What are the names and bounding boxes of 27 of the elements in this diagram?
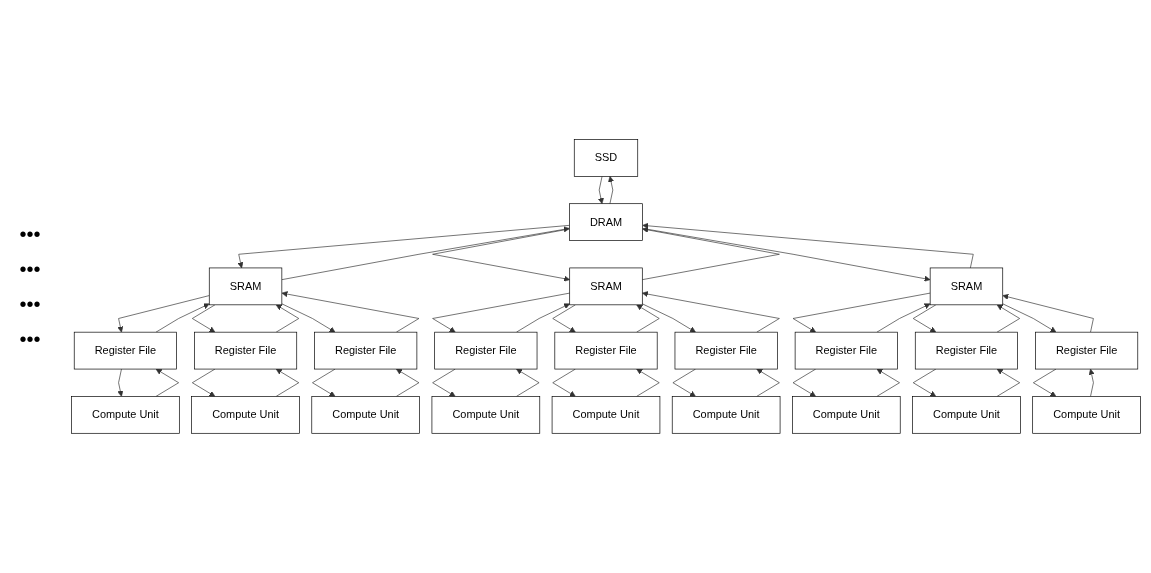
node-box: DRAM	[568, 203, 643, 242]
node-box: Register File	[193, 331, 297, 370]
node-box: SRAM	[208, 267, 282, 306]
node-box: Register File	[433, 331, 537, 370]
node-box: Register File	[313, 331, 417, 370]
node-box: Compute Unit	[911, 396, 1021, 434]
node-box: SRAM	[568, 267, 643, 306]
node-box: Compute Unit	[551, 396, 660, 434]
node-box: Compute Unit	[1031, 396, 1141, 434]
ellipsis-label: •••	[19, 292, 41, 316]
node-box: Compute Unit	[190, 396, 300, 434]
node-box: Register File	[1034, 331, 1138, 370]
node-box: Compute Unit	[431, 396, 540, 434]
node-box: Compute Unit	[791, 396, 901, 434]
ellipsis-label: •••	[19, 257, 41, 281]
node-box: SRAM	[929, 267, 1003, 306]
node-box: Register File	[674, 331, 778, 370]
ellipsis-label: •••	[19, 327, 41, 351]
node-box: Register File	[73, 331, 177, 370]
node-box: Register File	[914, 331, 1018, 370]
node-box: SSD	[573, 139, 638, 177]
node-box: Register File	[553, 331, 658, 370]
ellipsis-label: •••	[19, 222, 41, 246]
node-box: Compute Unit	[70, 396, 180, 434]
node-box: Compute Unit	[671, 396, 780, 434]
node-box: Register File	[794, 331, 898, 370]
node-box: Compute Unit	[310, 396, 420, 434]
